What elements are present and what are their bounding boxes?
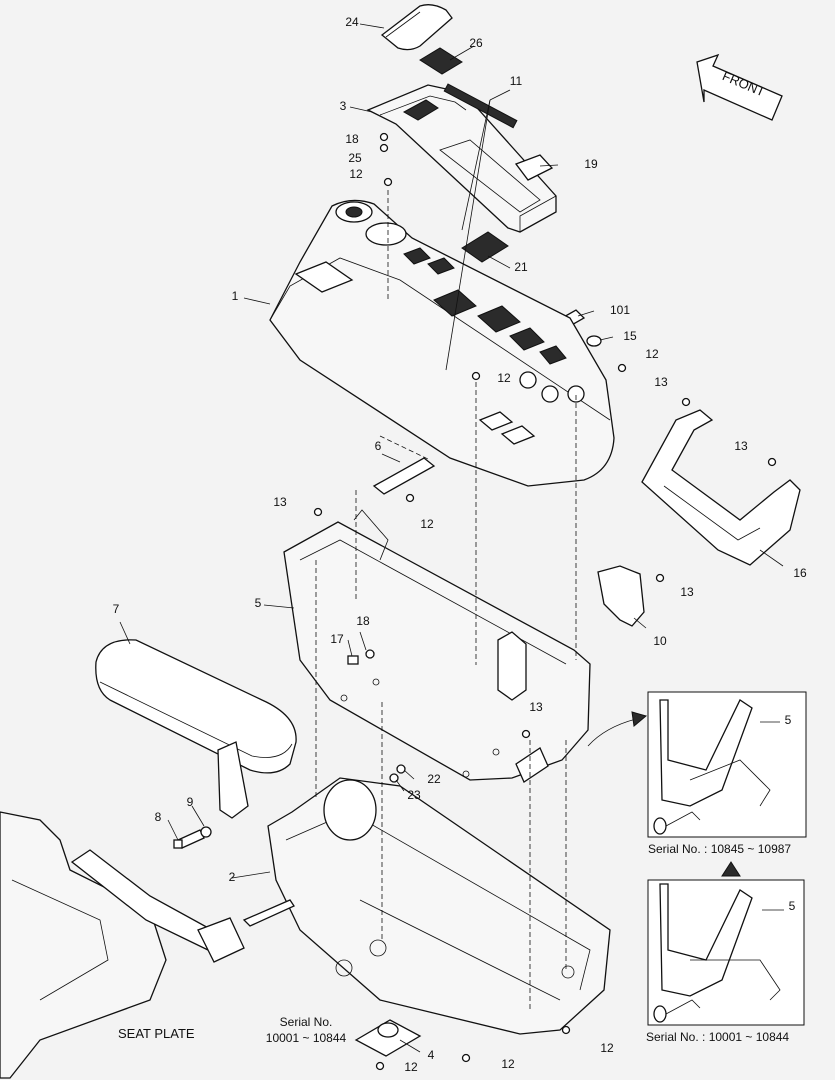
serial-main-line1: Serial No. [280,1015,333,1029]
part-3-upper-tray [366,83,557,233]
callout-8: 8 [155,810,162,824]
callout-12c: 12 [497,371,511,385]
inset-bottom: 5 [647,879,805,1026]
part-21-plate [461,231,509,263]
callout-18b: 18 [356,614,370,628]
callout-2: 2 [229,870,236,884]
part-6-bracket [372,457,436,495]
callout-23: 23 [407,788,421,802]
callout-13e: 13 [529,700,543,714]
callout-12g: 12 [404,1060,418,1074]
callout-21: 21 [514,260,528,274]
callout-12a: 12 [349,167,363,181]
front-arrow: FRONT [696,53,783,121]
callout-numbers: 24 26 11 3 18 25 19 12 21 1 101 15 12 12… [113,15,807,1074]
inset-triangle-icon [721,861,741,877]
callout-13a: 13 [654,375,668,389]
assembly-lines [315,190,577,1010]
part-15-cap [586,335,602,347]
inset-top-caption: Serial No. : 10845 ~ 10987 [648,842,791,856]
callout-10: 10 [653,634,667,648]
callout-101: 101 [610,303,630,317]
callout-24: 24 [345,15,359,29]
inset-pointer-arrow [587,717,641,747]
callout-4: 4 [428,1048,435,1062]
callout-5: 5 [255,596,262,610]
callout-17: 17 [330,632,344,646]
part-10-bracket [597,565,645,627]
part-26-pad [419,47,463,75]
callout-12f: 12 [501,1057,515,1071]
part-2-lower-base [267,777,611,1035]
callout-3: 3 [340,99,347,113]
part-7-armrest [95,639,297,819]
seat-plate-mechanism [0,811,295,1079]
inset-pointer-head [631,711,648,727]
seat-plate-label: SEAT PLATE [118,1026,195,1041]
callout-18a: 18 [345,132,359,146]
callout-15: 15 [623,329,637,343]
inset-top-callout: 5 [785,713,792,727]
callout-16: 16 [793,566,807,580]
callout-12b: 12 [645,347,659,361]
part-9-washer [200,826,212,838]
screws [313,132,777,1071]
callout-13c: 13 [273,495,287,509]
callout-9: 9 [187,795,194,809]
part-24-cover [380,4,453,51]
callout-22: 22 [427,772,441,786]
inset-top: 5 [647,691,807,838]
callout-13b: 13 [734,439,748,453]
part-8-bolt [173,829,205,849]
callout-12e: 12 [600,1041,614,1055]
callout-26: 26 [469,36,483,50]
leader-lines [119,23,784,1053]
part-4-pad [354,1019,422,1057]
callout-19: 19 [584,157,598,171]
callout-12d: 12 [420,517,434,531]
part-5-frame [283,509,591,783]
part-19-clip [514,154,554,181]
callout-7: 7 [113,602,120,616]
serial-main-line2: 10001 ~ 10844 [266,1031,347,1045]
part-22-nut [396,764,406,774]
inset-bottom-callout: 5 [789,899,796,913]
part-18-washer [365,649,375,659]
part-16-side-bracket [641,409,801,566]
callout-11: 11 [510,74,523,88]
callout-1: 1 [232,289,239,303]
part-17-bolt [347,655,359,665]
callout-13d: 13 [680,585,694,599]
callout-25: 25 [348,151,362,165]
callout-6: 6 [375,439,382,453]
inset-bottom-caption: Serial No. : 10001 ~ 10844 [646,1030,789,1044]
part-1-main-console [269,199,615,487]
